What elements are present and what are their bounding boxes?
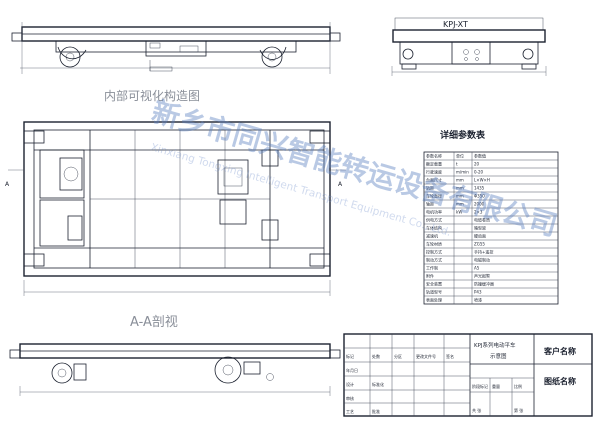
section-label: A-A剖视 bbox=[130, 315, 178, 330]
params-cell: 附件 bbox=[426, 273, 434, 279]
params-cell: 额定载重 bbox=[426, 161, 442, 167]
drawing-title-line1: KPJ系列电动平车 bbox=[474, 341, 516, 349]
watermark: 新乡市同兴智能转运设备有限公司 Xinxiang Tongxing Intell… bbox=[148, 95, 561, 242]
params-cell: mm bbox=[456, 178, 464, 183]
params-cell: 供电方式 bbox=[426, 217, 442, 223]
params-cell: m/min bbox=[456, 170, 469, 175]
title-block: KPJ系列电动平车 示意图 客户名称 图纸名称 标记 处数 分区 更改文件号 签名年月日… bbox=[343, 333, 593, 417]
params-header-cell: 单位 bbox=[456, 153, 464, 159]
params-cell: 车轮材质 bbox=[426, 241, 442, 247]
title-block-cell: 分区 bbox=[394, 353, 402, 359]
side-view bbox=[11, 22, 341, 74]
params-cell: 电磁制动 bbox=[474, 257, 490, 263]
params-cell: 电机功率 bbox=[426, 209, 442, 215]
plan-view bbox=[8, 121, 346, 296]
params-cell: 表面处理 bbox=[426, 297, 442, 303]
title-block-cells: 标记 处数 分区 更改文件号 签名年月日设计 标准化 阶段标记重量 比例审核工艺 批准 共 张 第 … bbox=[346, 353, 523, 414]
params-cell: 轴距 bbox=[426, 201, 434, 207]
params-cell: 轨距 bbox=[426, 185, 434, 191]
params-cell: 台面尺寸 bbox=[426, 177, 442, 183]
title-block-cell: 工艺 bbox=[346, 409, 354, 414]
params-cell: 行驶速度 bbox=[426, 169, 442, 175]
title-block-cell: 重量 bbox=[492, 383, 500, 389]
params-cell: kW bbox=[456, 210, 462, 215]
params-cell: 车体结构 bbox=[426, 225, 442, 231]
params-cell: 轨道型号 bbox=[426, 289, 442, 295]
title-block-cell: 标准化 bbox=[372, 381, 384, 387]
title-block-cell: 比例 bbox=[514, 383, 522, 389]
params-cell: P43 bbox=[474, 290, 482, 295]
params-cell: 防撞缓冲器 bbox=[474, 281, 494, 287]
params-cell: L×W×H bbox=[474, 178, 490, 183]
params-header-cell: 参数名称 bbox=[426, 153, 442, 159]
drawing-name-label: 图纸名称 bbox=[544, 376, 576, 386]
params-cell: 工作制 bbox=[426, 265, 438, 271]
params-cell: 2×3 bbox=[474, 210, 483, 215]
client-name-label: 客户名称 bbox=[543, 346, 576, 356]
params-cell: mm bbox=[456, 186, 464, 191]
params-cell: 减速机 bbox=[426, 233, 438, 239]
title-block-cell: 签名 bbox=[446, 353, 454, 359]
params-header-cell: 参数值 bbox=[474, 153, 486, 159]
title-block-cell: 共 张 bbox=[472, 407, 481, 413]
title-block-cell: 阶段标记 bbox=[472, 383, 488, 389]
front-view: KPJ-XT bbox=[391, 17, 547, 76]
title-block-cell: 标记 bbox=[346, 353, 354, 359]
params-cell: 箱型梁 bbox=[474, 225, 486, 231]
section-marker-right: A bbox=[338, 181, 343, 188]
params-cell: t bbox=[456, 162, 458, 167]
params-cell: ZG55 bbox=[474, 242, 485, 247]
params-cell: 制动方式 bbox=[426, 257, 442, 263]
params-cell: Φ350 bbox=[474, 194, 485, 199]
params-cell: 声光报警 bbox=[474, 273, 490, 279]
params-cell: 喷漆 bbox=[474, 297, 482, 303]
params-cell: 安全装置 bbox=[426, 281, 442, 287]
title-block-cell: 第 张 bbox=[514, 407, 523, 413]
title-block-cell: 设计 bbox=[346, 381, 354, 387]
params-cell: A5 bbox=[474, 266, 480, 271]
params-cell: 1435 bbox=[474, 186, 485, 191]
params-cell: 控制方式 bbox=[426, 249, 442, 255]
section-view bbox=[9, 343, 341, 396]
params-cell: 0-20 bbox=[474, 170, 484, 175]
params-cell: 电缆卷筒 bbox=[474, 217, 490, 223]
params-cell: mm bbox=[456, 202, 464, 207]
title-block-cell: 年月日 bbox=[346, 367, 358, 373]
front-view-title: KPJ-XT bbox=[443, 20, 468, 29]
drawing-title-line2: 示意图 bbox=[490, 352, 507, 360]
params-cell: 20 bbox=[474, 162, 480, 167]
title-block-cell: 处数 bbox=[372, 353, 380, 359]
params-cell: mm bbox=[456, 194, 464, 199]
section-marker-left: A bbox=[5, 181, 10, 188]
params-cell: 车轮直径 bbox=[426, 193, 442, 199]
params-cell: 手持+遥控 bbox=[474, 249, 493, 255]
internal-view-label: 内部可视化构造图 bbox=[104, 88, 200, 103]
params-cell: 2000 bbox=[474, 202, 485, 207]
title-block-cell: 审核 bbox=[346, 395, 354, 401]
title-block-cell: 批准 bbox=[372, 408, 380, 414]
params-title: 详细参数表 bbox=[440, 129, 486, 141]
params-cell: 硬齿面 bbox=[474, 233, 486, 239]
title-block-cell: 更改文件号 bbox=[416, 353, 436, 359]
